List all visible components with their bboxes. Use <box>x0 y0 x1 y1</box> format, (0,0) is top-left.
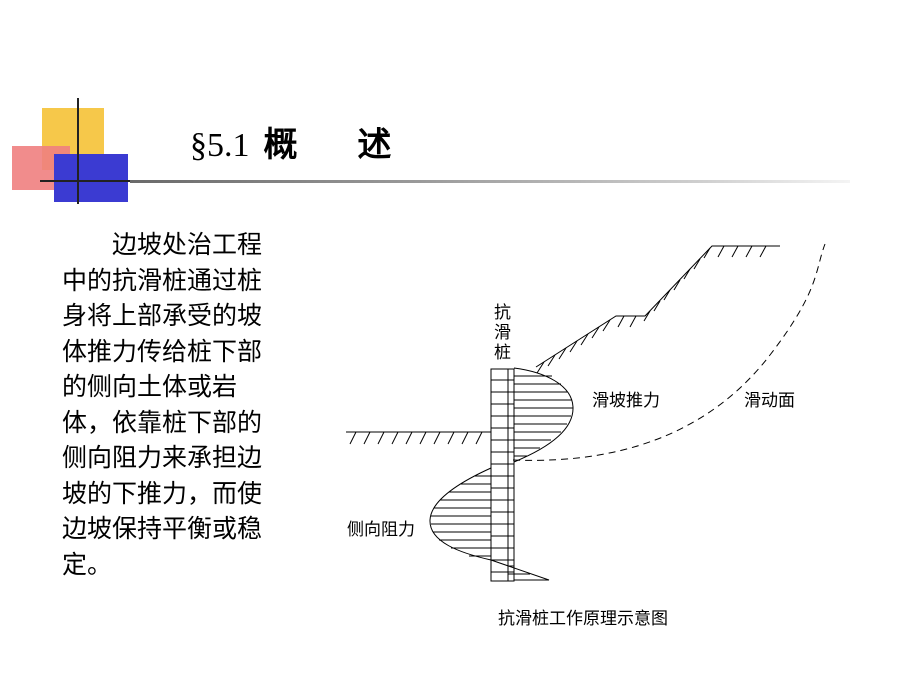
bottom-reaction <box>490 559 550 581</box>
slope-hatching <box>536 245 767 374</box>
slip-surface-label: 滑动面 <box>744 391 795 411</box>
title-underline <box>130 180 850 183</box>
section-title: 概 述 <box>263 125 416 165</box>
lateral-resistance-label: 侧向阻力 <box>347 520 415 540</box>
decor-blue-square <box>54 154 128 202</box>
diagram-caption: 抗滑桩工作原理示意图 <box>498 609 668 629</box>
pile-label-char-1: 抗 <box>494 303 511 323</box>
slide-title: §5.1 概 述 <box>190 122 415 169</box>
pile-label-char-2: 滑 <box>494 323 511 343</box>
slope-surface <box>535 245 780 368</box>
slip-surface <box>512 243 826 461</box>
ground-hatching <box>349 431 483 445</box>
lateral-resistance-hatching <box>431 475 491 557</box>
body-paragraph: 边坡处治工程中的抗滑桩通过桩身将上部承受的坡体推力传给桩下部的侧向土体或岩体，依… <box>62 230 263 579</box>
decor-vertical-line <box>77 98 79 204</box>
pile-body <box>490 368 515 582</box>
lateral-resistance-curve <box>429 467 492 561</box>
slide-thrust-hatching <box>514 375 573 457</box>
decor-horizontal-line <box>40 180 134 182</box>
pile-label-char-3: 桩 <box>494 343 511 363</box>
section-number: §5.1 <box>190 127 250 164</box>
pile-hatching <box>491 379 514 573</box>
slide-thrust-curve <box>513 367 574 463</box>
slide-force-label: 滑坡推力 <box>592 391 660 411</box>
